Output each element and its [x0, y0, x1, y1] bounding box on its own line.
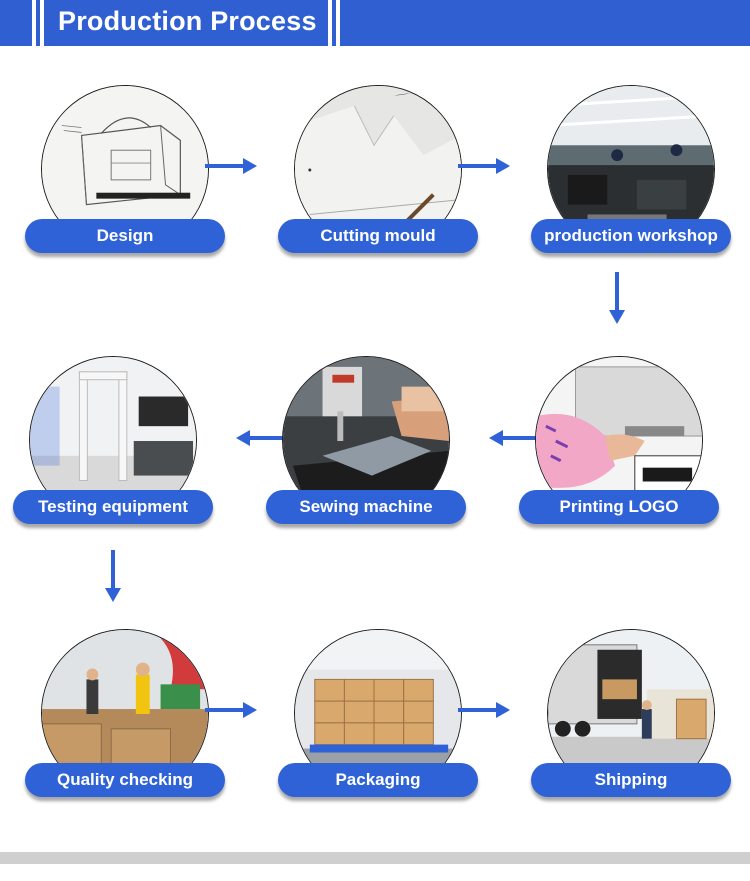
step-label: Quality checking	[25, 763, 225, 797]
header-banner: Production Process	[0, 0, 750, 46]
arrow-right-icon	[205, 156, 257, 176]
page-title: Production Process	[58, 6, 317, 37]
step-cutting-mould: Cutting mould	[278, 85, 478, 265]
step-design: Design	[25, 85, 225, 265]
step-packaging: Packaging	[278, 629, 478, 809]
step-shipping: Shipping	[531, 629, 731, 809]
step-testing-equipment: Testing equipment	[13, 356, 213, 536]
arrow-down-icon	[607, 272, 627, 324]
step-label: Shipping	[531, 763, 731, 797]
header-stripe	[0, 0, 32, 46]
step-label: Packaging	[278, 763, 478, 797]
step-sewing-machine: Sewing machine	[266, 356, 466, 536]
step-printing-logo: Printing LOGO	[519, 356, 719, 536]
step-production-workshop: production workshop	[531, 85, 731, 265]
step-label: Testing equipment	[13, 490, 213, 524]
header-stripe	[340, 0, 750, 46]
step-quality-checking: Quality checking	[25, 629, 225, 809]
step-label: Printing LOGO	[519, 490, 719, 524]
arrow-right-icon	[458, 156, 510, 176]
step-label: Design	[25, 219, 225, 253]
step-label: Cutting mould	[278, 219, 478, 253]
header-stripe	[332, 0, 336, 46]
header-stripe	[36, 0, 40, 46]
arrow-down-icon	[103, 550, 123, 602]
step-label: Sewing machine	[266, 490, 466, 524]
footer-divider	[0, 852, 750, 864]
step-label: production workshop	[531, 219, 731, 253]
arrow-right-icon	[205, 700, 257, 720]
arrow-right-icon	[458, 700, 510, 720]
